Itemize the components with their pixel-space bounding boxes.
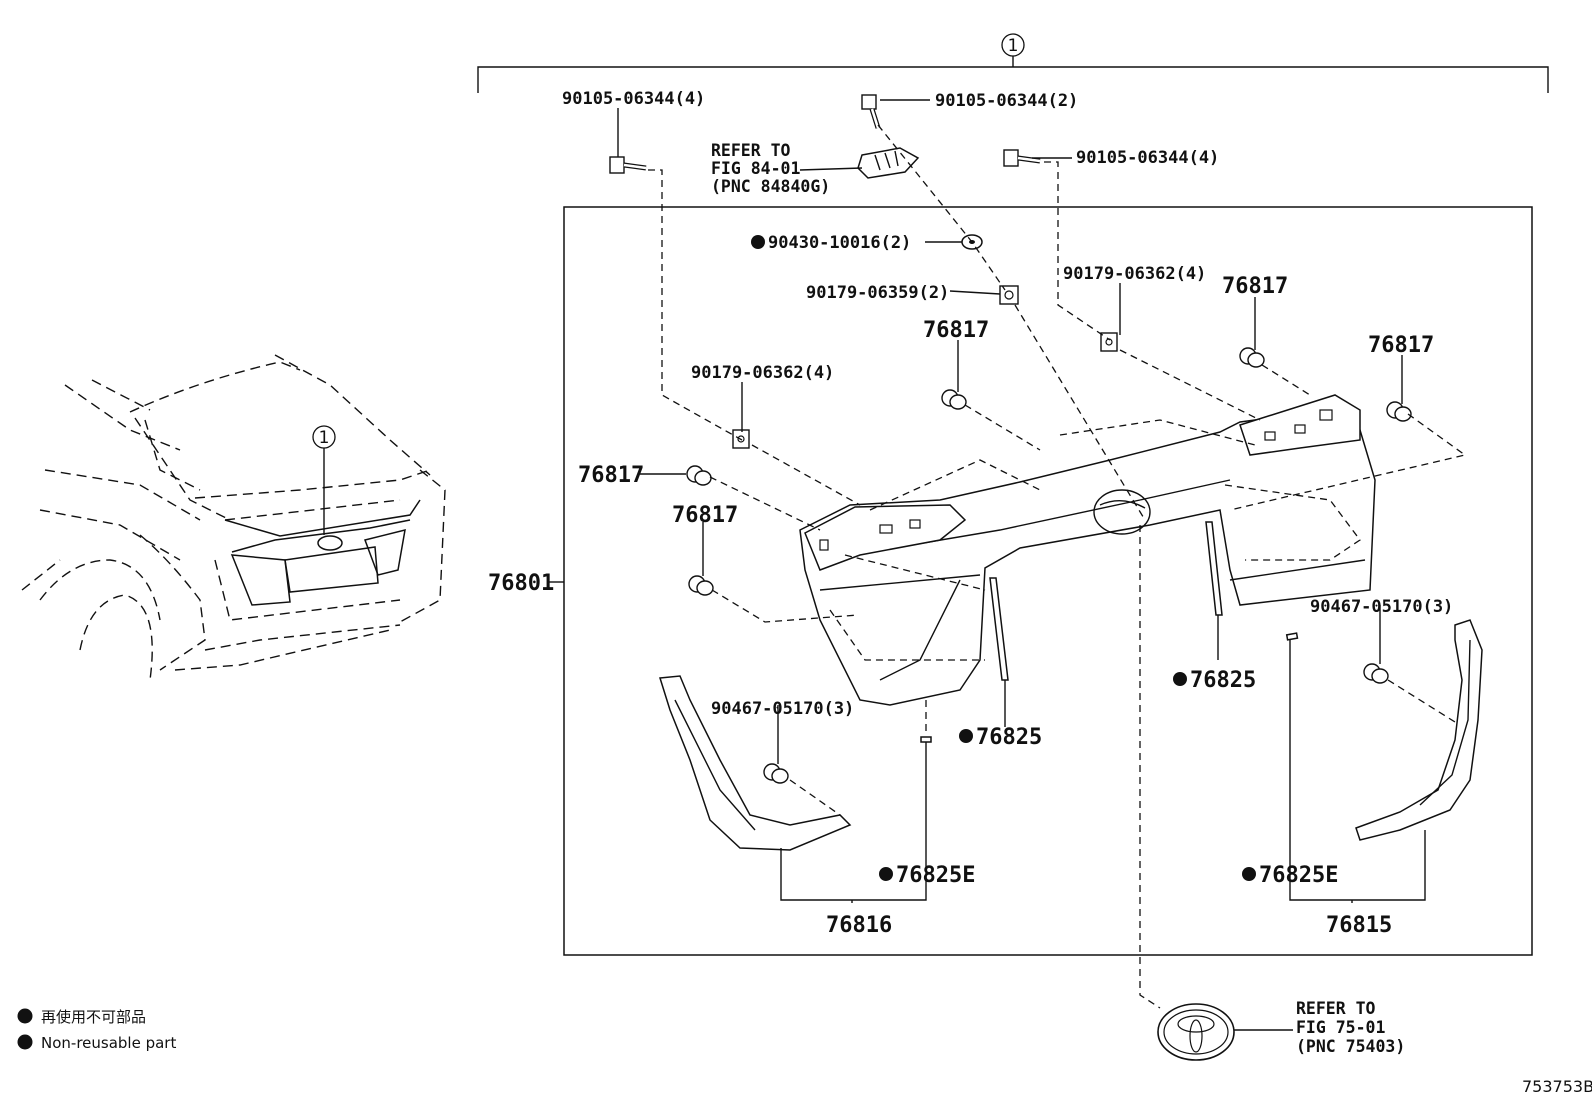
install-lines (648, 124, 1467, 1009)
ref-top-line3: (PNC 84840G) (711, 177, 830, 196)
leader-lines (548, 99, 1426, 1031)
tape-right (1285, 632, 1299, 641)
clip-icon (763, 763, 789, 784)
seal-strip-right (1205, 521, 1223, 616)
non-reusable-mark-icon (879, 867, 893, 881)
assembly-marker: 1 (1008, 36, 1019, 56)
label-cover-right: 76815 (1326, 913, 1392, 938)
label-cover-left: 76816 (826, 913, 892, 938)
non-reusable-mark-icon (17, 1034, 33, 1050)
label-seal-76825-left: 76825 (976, 725, 1042, 750)
cover-lower-left (659, 675, 852, 851)
non-reusable-mark-icon (17, 1008, 33, 1024)
tape-left (920, 736, 932, 743)
clip-icon (688, 575, 714, 596)
label-clip-right: 90467-05170(3) (1310, 597, 1453, 617)
clip-icon (1363, 663, 1389, 684)
bolt-icon (1003, 149, 1041, 167)
label-bolt-top-left: 90105-06344(4) (562, 89, 705, 109)
nut-icon (999, 285, 1019, 305)
label-clip-76817-d: 76817 (578, 463, 644, 488)
car-rear-sketch: 1 (21, 354, 446, 681)
diagram-code: 753753B (1522, 1077, 1592, 1096)
label-clip-76817-c: 76817 (1368, 333, 1434, 358)
label-clip-76817-e: 76817 (672, 503, 738, 528)
ref-bottom-line3: (PNC 75403) (1296, 1037, 1405, 1056)
ref-bottom-line2: FIG 75-01 (1296, 1018, 1385, 1037)
bolt-icon (609, 156, 647, 174)
label-tape-right: 76825E (1259, 863, 1338, 888)
nut-icon (1100, 332, 1118, 352)
label-garnish: 76801 (488, 571, 554, 596)
clip-icon (941, 389, 967, 410)
ref-top-line2: FIG 84-01 (711, 159, 800, 178)
non-reusable-mark-icon (1242, 867, 1256, 881)
back-door-garnish (799, 394, 1376, 706)
legend-japanese: 再使用不可部品 (41, 1008, 146, 1026)
bolt-icon (861, 94, 881, 129)
label-bolt-top-right: 90105-06344(4) (1076, 148, 1219, 168)
clip-icon (1386, 401, 1412, 422)
emblem-icon (1157, 1003, 1235, 1061)
assembly-bracket: 1 (477, 33, 1549, 93)
label-clip-76817-a: 76817 (1222, 274, 1288, 299)
garnish-assembly-box (563, 206, 1533, 956)
non-reusable-mark-icon (1173, 672, 1187, 686)
legend-english: Non-reusable part (41, 1034, 176, 1052)
label-washer: 90430-10016(2) (768, 233, 911, 253)
label-clip-left: 90467-05170(3) (711, 699, 854, 719)
label-bolt-top-center: 90105-06344(2) (935, 91, 1078, 111)
non-reusable-mark-icon (751, 235, 765, 249)
label-nut-right: 90179-06362(4) (1063, 264, 1206, 284)
clip-icon (686, 465, 712, 486)
non-reusable-mark-icon (959, 729, 973, 743)
ref-top-line1: REFER TO (711, 141, 791, 160)
seal-strip-left (989, 577, 1009, 681)
cover-lower-right (1355, 619, 1483, 841)
label-clip-76817-b: 76817 (923, 318, 989, 343)
ref-bottom-line1: REFER TO (1296, 999, 1376, 1018)
legend: 再使用不可部品 Non-reusable part (17, 1008, 176, 1052)
label-nut-left: 90179-06362(4) (691, 363, 834, 383)
clip-icon (1239, 347, 1265, 368)
car-assembly-marker: 1 (319, 428, 330, 448)
label-nut-center: 90179-06359(2) (806, 283, 949, 303)
label-seal-76825-right: 76825 (1190, 668, 1256, 693)
label-tape-left: 76825E (896, 863, 975, 888)
